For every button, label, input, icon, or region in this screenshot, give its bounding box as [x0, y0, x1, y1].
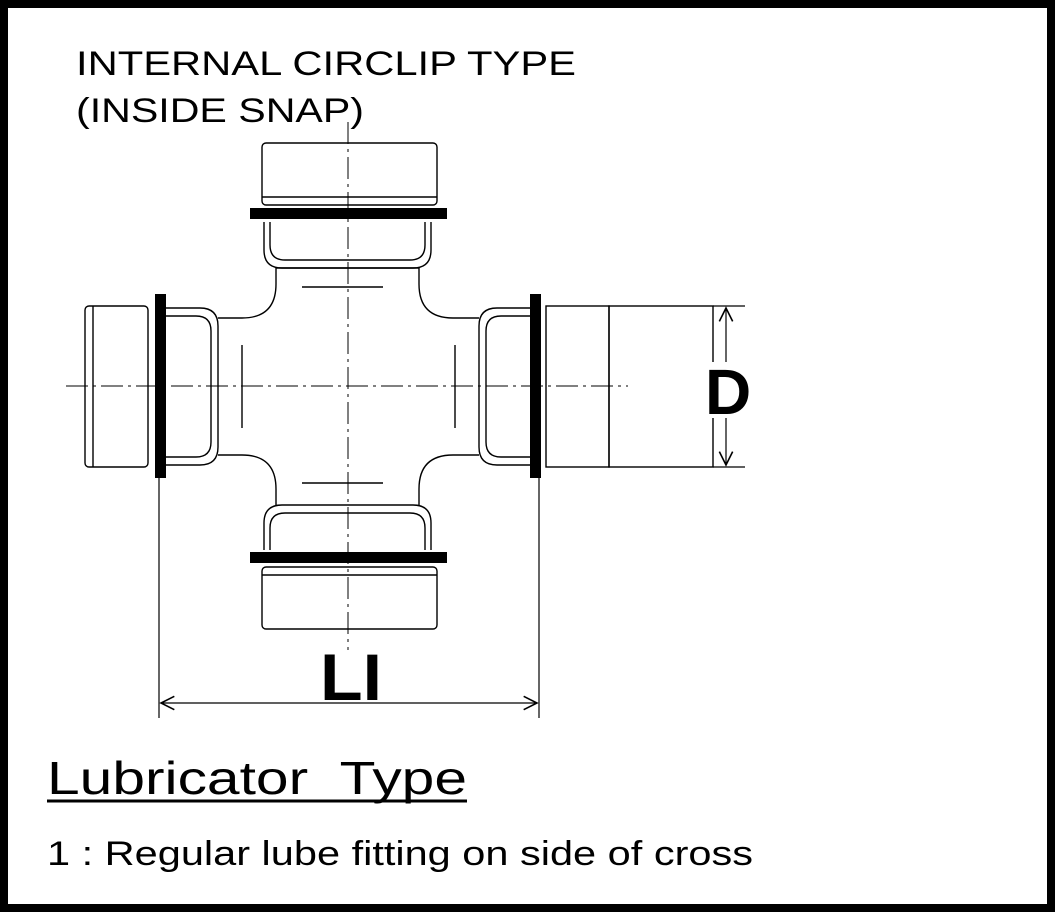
centerlines — [66, 122, 628, 650]
dimension-li — [158, 478, 540, 718]
dimension-li-label: LI — [320, 640, 382, 714]
lubricator-item-1: 1 : Regular lube fitting on side of cros… — [47, 835, 753, 873]
cross-body-outline — [218, 267, 479, 505]
lubricator-heading: Lubricator Type — [47, 752, 467, 804]
circlip-left — [155, 294, 166, 478]
title-line-2: (INSIDE SNAP) — [76, 92, 364, 130]
dimension-d-label: D — [705, 356, 751, 428]
title-line-1: INTERNAL CIRCLIP TYPE — [76, 45, 576, 83]
